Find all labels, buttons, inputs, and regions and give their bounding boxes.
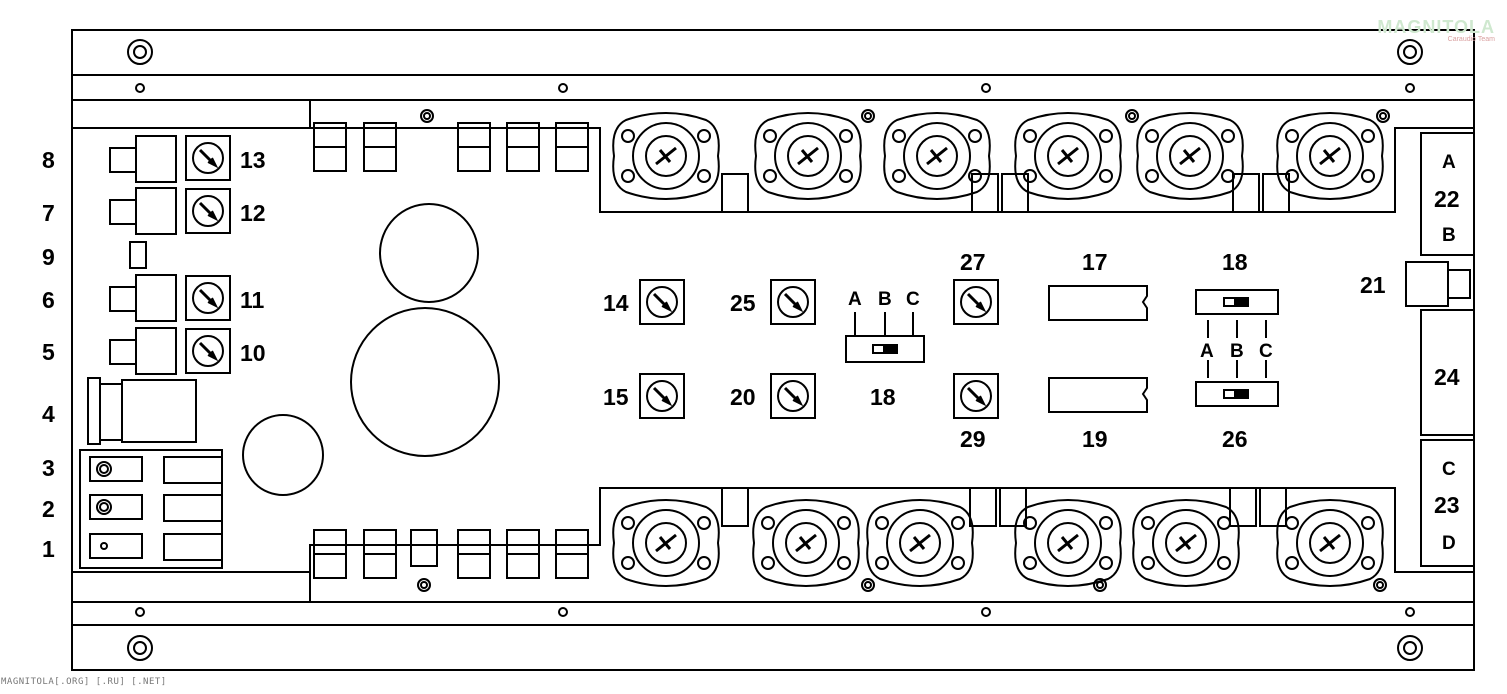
panel-24: 24 xyxy=(1434,364,1460,390)
input-connectors xyxy=(109,135,177,375)
panel-c: C xyxy=(1442,459,1456,480)
label-10: 10 xyxy=(240,340,266,366)
power-transistors-top xyxy=(612,112,1384,200)
capacitor-small xyxy=(379,203,479,303)
to3-transistor xyxy=(1136,112,1244,200)
to3-transistor xyxy=(754,112,862,200)
fuse-holder xyxy=(87,377,197,445)
label-20: 20 xyxy=(730,384,756,410)
switch-left-b: B xyxy=(878,289,892,310)
label-26: 26 xyxy=(1222,426,1248,452)
top-driver-transistors xyxy=(313,122,589,172)
to3-transistor xyxy=(1014,112,1122,200)
panel-b: B xyxy=(1442,225,1456,246)
trimmer xyxy=(185,328,231,374)
left-labels: 8 7 9 6 5 4 3 2 1 xyxy=(42,147,55,562)
label-14: 14 xyxy=(603,290,629,316)
switch-right-c: C xyxy=(1259,341,1273,362)
right-panel-labels: A 22 B 24 C 23 D xyxy=(1434,152,1460,554)
trimmer xyxy=(185,275,231,321)
jumper-switch-right xyxy=(1195,289,1279,407)
trimmer-labels: 13 12 11 10 xyxy=(240,147,266,366)
switch-right-labels: A B C xyxy=(1200,341,1273,362)
label-25: 25 xyxy=(730,290,756,316)
trimmer xyxy=(185,188,231,234)
panel-23: 23 xyxy=(1434,492,1460,518)
power-transistors-bottom xyxy=(612,499,1384,587)
switch-left-a: A xyxy=(848,289,862,310)
ic-chips xyxy=(1048,285,1148,413)
to3-transistor xyxy=(752,499,860,587)
to3-transistor xyxy=(612,112,720,200)
logo-subtext: Caraudio Team xyxy=(1447,36,1495,43)
trimmer xyxy=(953,373,999,419)
mount-hole xyxy=(127,39,1423,661)
trimmer xyxy=(639,373,685,419)
label-4: 4 xyxy=(42,401,55,427)
center-labels: 14 25 15 20 27 29 17 19 18 18 26 21 xyxy=(603,249,1386,452)
label-27: 27 xyxy=(960,249,986,275)
switch-left-c: C xyxy=(906,289,920,310)
label-12: 12 xyxy=(240,200,266,226)
to3-transistor xyxy=(1276,499,1384,587)
capacitor-large xyxy=(350,307,500,457)
to3-transistor xyxy=(1276,112,1384,200)
trimmer xyxy=(953,279,999,325)
to3-transistor xyxy=(612,499,720,587)
to3-transistor xyxy=(1132,499,1240,587)
label-21: 21 xyxy=(1360,272,1386,298)
trimmer xyxy=(639,279,685,325)
switch-right-b: B xyxy=(1230,341,1244,362)
label-15: 15 xyxy=(603,384,629,410)
label-29: 29 xyxy=(960,426,986,452)
label-19: 19 xyxy=(1082,426,1108,452)
trimmer xyxy=(770,373,816,419)
label-9: 9 xyxy=(42,244,55,270)
label-6: 6 xyxy=(42,287,55,313)
label-17: 17 xyxy=(1082,249,1108,275)
watermark-text: MAGNITOLA[.ORG] [.RU] [.NET] xyxy=(1,677,167,687)
capacitor-medium xyxy=(242,414,324,496)
logo-text: MAGNITOLA xyxy=(1377,17,1495,37)
label-13: 13 xyxy=(240,147,266,173)
label-18-left: 18 xyxy=(870,384,896,410)
bottom-driver-transistors xyxy=(313,529,589,579)
label-11: 11 xyxy=(240,287,265,313)
right-connector-panel xyxy=(1405,132,1475,567)
label-18-right: 18 xyxy=(1222,249,1248,275)
brand-logo: MAGNITOLA Caraudio Team xyxy=(1377,18,1495,44)
panel-a: A xyxy=(1442,152,1456,173)
label-2: 2 xyxy=(42,496,55,522)
label-5: 5 xyxy=(42,339,55,365)
label-1: 1 xyxy=(42,536,55,562)
label-8: 8 xyxy=(42,147,55,173)
to3-transistor xyxy=(866,499,974,587)
panel-22: 22 xyxy=(1434,186,1460,212)
to3-transistor xyxy=(1014,499,1122,587)
trimmer-potentiometers xyxy=(185,135,999,419)
jumper-switch-left xyxy=(845,312,925,363)
label-7: 7 xyxy=(42,200,55,226)
trimmer xyxy=(185,135,231,181)
trimmer xyxy=(770,279,816,325)
label-3: 3 xyxy=(42,455,55,481)
switch-left-labels: A B C xyxy=(848,289,920,310)
panel-d: D xyxy=(1442,533,1456,554)
to3-transistor xyxy=(883,112,991,200)
switch-right-a: A xyxy=(1200,341,1214,362)
terminal-block xyxy=(79,449,223,569)
